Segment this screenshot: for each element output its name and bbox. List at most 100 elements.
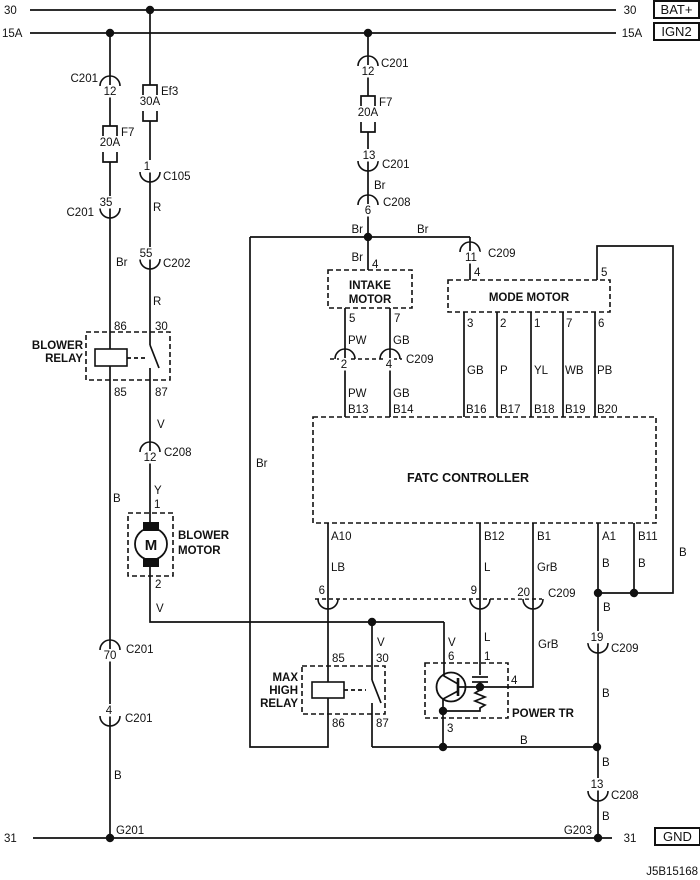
tag-bat-label: BAT+ xyxy=(661,2,693,17)
connector-arc xyxy=(334,348,356,360)
mode-motor-name: MODE MOTOR xyxy=(489,292,570,304)
fuse-ef3 xyxy=(142,84,158,122)
connector-arc xyxy=(379,348,401,360)
junction-dot xyxy=(145,5,155,15)
label-1: 1 xyxy=(154,499,160,511)
label-6: 6 xyxy=(365,205,371,217)
wire xyxy=(596,245,674,594)
junction-dot xyxy=(105,28,115,38)
label-12: 12 xyxy=(104,86,117,98)
label-c209: C209 xyxy=(488,248,516,260)
blower-motor-symbol xyxy=(134,527,168,561)
bus-30-left: 30 xyxy=(4,5,17,17)
fuse-f7-left-label: F7 xyxy=(121,127,134,139)
connector-arc xyxy=(99,715,121,727)
tag-ign2-label: IGN2 xyxy=(661,24,691,39)
tag-gnd-label: GND xyxy=(663,829,692,844)
junction-dot xyxy=(475,682,485,692)
label-pw: PW xyxy=(348,335,367,347)
label-6-bg xyxy=(315,584,326,597)
connector-arc xyxy=(357,160,379,172)
tag-bat-box xyxy=(653,0,700,19)
junction-dot xyxy=(593,588,603,598)
label-4: 4 xyxy=(106,705,113,717)
junction-dot xyxy=(593,833,603,843)
label-pb: PB xyxy=(597,365,613,377)
label-wb: WB xyxy=(565,365,584,377)
label-12: 12 xyxy=(144,452,157,464)
label-3: 3 xyxy=(447,723,453,735)
label-86: 86 xyxy=(114,321,127,333)
label-12-bg xyxy=(141,451,159,464)
label-b: B xyxy=(520,735,528,747)
label-c202: C202 xyxy=(163,258,191,270)
fuse-f7-center-amps: 20A xyxy=(358,107,379,119)
connector-arc xyxy=(99,75,121,87)
wire xyxy=(443,622,459,685)
label-c105: C105 xyxy=(163,171,191,183)
label-9-bg xyxy=(467,584,478,597)
label-l: L xyxy=(484,562,491,574)
label-yl: YL xyxy=(534,365,549,377)
label-br: Br xyxy=(417,224,429,236)
connector-arc xyxy=(317,598,339,610)
label-r: R xyxy=(153,202,161,214)
blower-relay-name-2: RELAY xyxy=(45,353,83,365)
label-7: 7 xyxy=(394,313,400,325)
label-gb: GB xyxy=(393,335,410,347)
label-b: B xyxy=(602,757,610,769)
fuse-f7-left-amps: 20A xyxy=(100,137,121,149)
connector-arc xyxy=(99,639,121,651)
connector-arc xyxy=(357,194,379,206)
label-c201: C201 xyxy=(71,73,99,85)
junction-dot xyxy=(629,588,639,598)
label-b: B xyxy=(603,602,611,614)
label-30: 30 xyxy=(376,653,389,665)
label-11-bg xyxy=(462,251,480,264)
connector-arc xyxy=(99,207,121,219)
label-4-bg xyxy=(103,704,115,717)
label-4-bg xyxy=(383,358,395,371)
connector-arc xyxy=(357,55,379,67)
junction-dot xyxy=(592,742,602,752)
label-grb: GrB xyxy=(538,639,559,651)
label-a1: A1 xyxy=(602,531,616,543)
label-c201: C201 xyxy=(382,159,410,171)
label-6: 6 xyxy=(319,585,325,597)
connector-arc xyxy=(587,642,609,654)
label-pw: PW xyxy=(348,388,367,400)
fatc-controller-box xyxy=(312,416,657,524)
label-12-bg xyxy=(359,65,377,78)
power-tr-box xyxy=(424,662,509,719)
label-13: 13 xyxy=(591,779,604,791)
wire xyxy=(249,237,329,748)
connector-arc xyxy=(587,790,609,802)
label-b: B xyxy=(602,558,610,570)
label-c201: C201 xyxy=(125,713,153,725)
label-19-bg xyxy=(588,631,606,644)
label-11: 11 xyxy=(465,252,477,264)
label-b: B xyxy=(114,770,122,782)
connector-arc xyxy=(139,441,161,453)
junction-dot xyxy=(438,742,448,752)
max-high-relay-coil xyxy=(311,681,345,699)
label-c209: C209 xyxy=(548,588,576,600)
label-br: Br xyxy=(374,180,386,192)
label-86: 86 xyxy=(332,718,345,730)
label-b20: B20 xyxy=(597,404,617,416)
intake-motor-name-2: MOTOR xyxy=(349,294,392,306)
label-6: 6 xyxy=(448,651,454,663)
max-high-relay-name-1: MAX xyxy=(272,672,298,684)
power-tr-name: POWER TR xyxy=(512,708,575,720)
label-87: 87 xyxy=(376,718,389,730)
label-b12: B12 xyxy=(484,531,504,543)
label-1: 1 xyxy=(534,318,540,330)
connector-arc xyxy=(522,598,544,610)
junction-dot xyxy=(438,706,448,716)
label-b1: B1 xyxy=(537,531,551,543)
label-c201: C201 xyxy=(381,58,409,70)
label-br: Br xyxy=(352,252,364,264)
label-55: 55 xyxy=(140,248,153,260)
junction-dot xyxy=(367,617,377,627)
label-c201: C201 xyxy=(67,207,95,219)
